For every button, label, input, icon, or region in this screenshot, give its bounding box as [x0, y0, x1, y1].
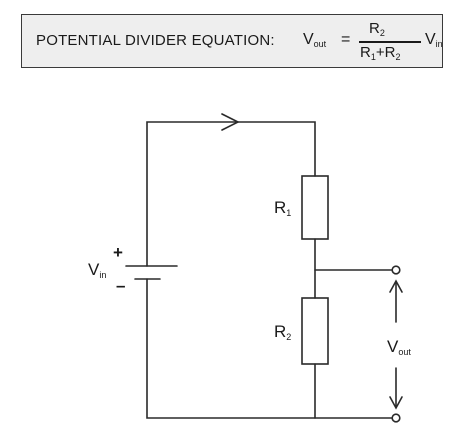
output-terminal-top [391, 265, 401, 275]
equation-box: POTENTIAL DIVIDER EQUATION: Vout = R2 R1… [21, 14, 443, 68]
output-terminal-bottom [391, 413, 401, 423]
battery-plus-sign: + [113, 243, 123, 262]
current-arrow-icon [221, 113, 240, 131]
equation-equals-sign: = [341, 31, 351, 48]
battery-minus-sign: – [116, 276, 126, 295]
wire-left-top [146, 121, 316, 267]
equation-numerator: R2 [369, 20, 385, 38]
equation-vin: Vin [425, 31, 443, 49]
resistor-r1 [301, 175, 329, 240]
equation-vout: Vout [303, 31, 327, 49]
equation-fraction-bar [359, 41, 421, 43]
resistor-r2 [301, 297, 329, 365]
output-voltage-label: Vout [387, 337, 411, 357]
wire-left-bottom [146, 278, 394, 419]
equation-denominator: R1+R2 [360, 44, 401, 62]
equation-label: POTENTIAL DIVIDER EQUATION: [36, 32, 275, 49]
r2-label: R2 [274, 322, 292, 342]
vout-arrow-down-icon [389, 396, 403, 410]
r1-label: R1 [274, 198, 292, 218]
source-voltage-label: Vin [88, 260, 107, 280]
vout-arrow-up-icon [389, 279, 403, 293]
